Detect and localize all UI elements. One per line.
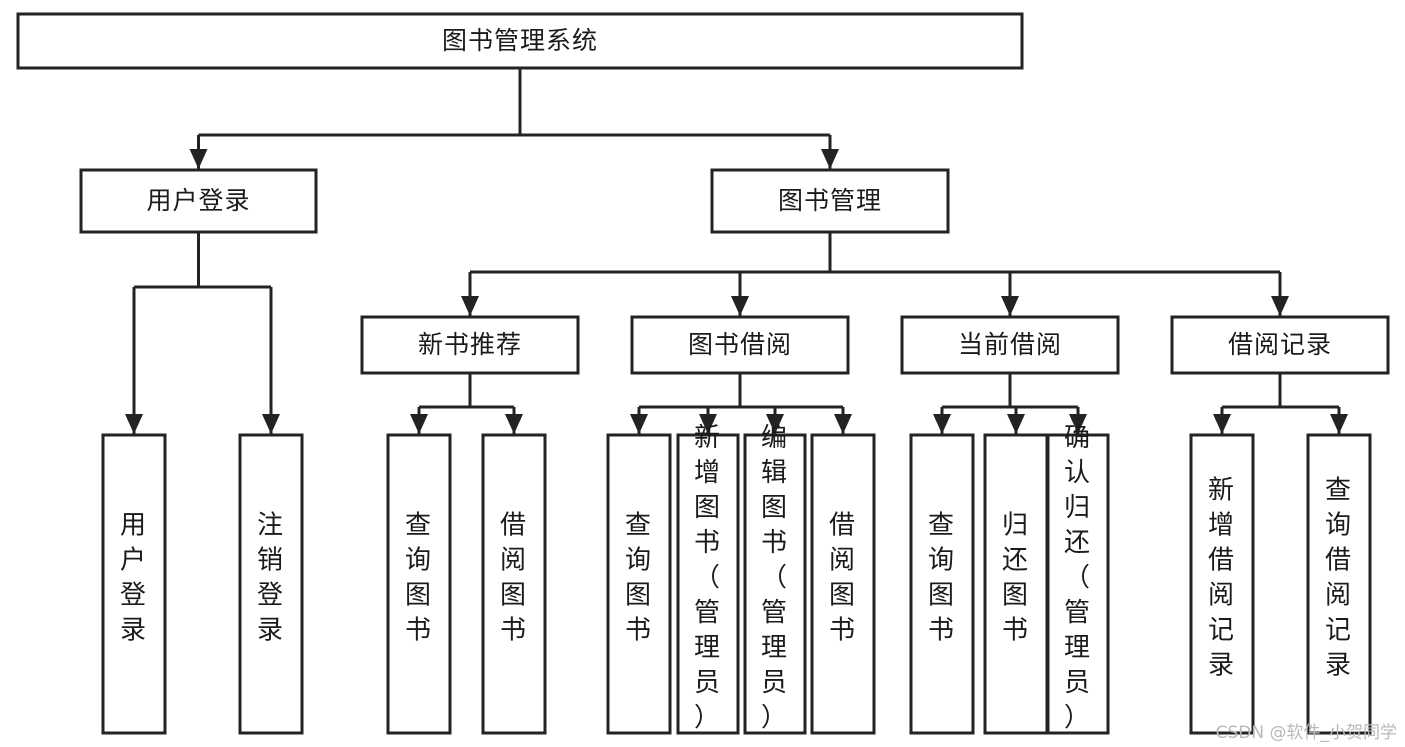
arrow-head-icon (766, 414, 784, 434)
node-box-borrow-record (1170, 315, 1390, 375)
node-label-leaf-borrow-book-recommend: 借阅图书 (500, 511, 528, 646)
arrow-head-icon (189, 149, 208, 169)
node-leaf-query-borrow-record[interactable]: 查询借阅记录 (1306, 433, 1372, 735)
node-box-leaf-edit-book-admin (743, 433, 807, 735)
node-current-borrow[interactable]: 当前借阅 (900, 315, 1120, 375)
node-leaf-return-book[interactable]: 归还图书 (983, 433, 1049, 735)
node-label-leaf-query-book-borrow: 查询图书 (625, 511, 653, 646)
arrow-head-icon (1330, 414, 1348, 434)
node-leaf-confirm-return-admin[interactable]: 确认归还（管理员） (1046, 423, 1110, 735)
arrow-head-icon (1069, 414, 1087, 434)
node-new-book-recommend[interactable]: 新书推荐 (360, 315, 580, 375)
node-box-book-borrow (630, 315, 850, 375)
arrow-head-icon (1271, 296, 1289, 316)
node-undefined[interactable]: 图书管理系统 (16, 12, 1024, 70)
connector-layer (125, 68, 1348, 434)
node-book-management[interactable]: 图书管理 (710, 168, 950, 234)
arrow-head-icon (834, 414, 852, 434)
node-label-new-book-recommend: 新书推荐 (418, 330, 522, 359)
node-leaf-query-book-current[interactable]: 查询图书 (909, 433, 975, 735)
arrow-head-icon (410, 414, 428, 434)
arrow-head-icon (125, 414, 143, 434)
node-box-leaf-query-borrow-record (1306, 433, 1372, 735)
node-user-login[interactable]: 用户登录 (79, 168, 318, 234)
node-box-leaf-query-book-borrow (606, 433, 672, 735)
arrow-head-icon (933, 414, 951, 434)
node-label-borrow-record: 借阅记录 (1228, 330, 1332, 359)
node-label-leaf-edit-book-admin: 编辑图书（管理员） (761, 423, 789, 733)
node-label-current-borrow: 当前借阅 (958, 330, 1062, 359)
node-label-leaf-add-book-admin: 新增图书（管理员） (694, 423, 722, 733)
arrow-head-icon (630, 414, 648, 434)
node-box-leaf-user-logout (238, 433, 304, 735)
arrow-head-icon (461, 296, 479, 316)
node-label-leaf-query-borrow-record: 查询借阅记录 (1325, 476, 1353, 681)
node-box-leaf-user-login (101, 433, 167, 735)
node-label-user-login: 用户登录 (146, 186, 250, 215)
arrow-head-icon (821, 149, 839, 169)
node-label-undefined: 图书管理系统 (442, 26, 598, 55)
node-label-leaf-add-borrow-record: 新增借阅记录 (1208, 476, 1236, 681)
node-leaf-add-borrow-record[interactable]: 新增借阅记录 (1189, 433, 1255, 735)
arrow-head-icon (1213, 414, 1231, 434)
node-leaf-query-book-recommend[interactable]: 查询图书 (386, 433, 452, 735)
arrow-head-icon (1007, 414, 1025, 434)
node-box-leaf-query-book-current (909, 433, 975, 735)
node-box-current-borrow (900, 315, 1120, 375)
node-box-leaf-add-borrow-record (1189, 433, 1255, 735)
node-leaf-borrow-book[interactable]: 借阅图书 (810, 433, 876, 735)
node-label-leaf-return-book: 归还图书 (1002, 511, 1030, 646)
node-box-user-login (79, 168, 318, 234)
node-book-borrow[interactable]: 图书借阅 (630, 315, 850, 375)
arrow-head-icon (505, 414, 523, 434)
node-label-leaf-confirm-return-admin: 确认归还（管理员） (1064, 423, 1092, 733)
node-leaf-user-login[interactable]: 用户登录 (101, 433, 167, 735)
node-label-leaf-borrow-book: 借阅图书 (829, 511, 857, 646)
node-box-book-management (710, 168, 950, 234)
node-label-leaf-query-book-current: 查询图书 (928, 511, 956, 646)
node-label-book-borrow: 图书借阅 (688, 330, 792, 359)
node-box-undefined (16, 12, 1024, 70)
node-label-leaf-query-book-recommend: 查询图书 (405, 511, 433, 646)
node-leaf-add-book-admin[interactable]: 新增图书（管理员） (676, 423, 740, 735)
node-leaf-query-book-borrow[interactable]: 查询图书 (606, 433, 672, 735)
node-borrow-record[interactable]: 借阅记录 (1170, 315, 1390, 375)
arrow-head-icon (699, 414, 717, 434)
node-leaf-edit-book-admin[interactable]: 编辑图书（管理员） (743, 423, 807, 735)
node-box-leaf-confirm-return-admin (1046, 433, 1110, 735)
node-leaf-borrow-book-recommend[interactable]: 借阅图书 (481, 433, 547, 735)
node-label-book-management: 图书管理 (778, 186, 882, 215)
node-box-leaf-return-book (983, 433, 1049, 735)
node-box-leaf-borrow-book-recommend (481, 433, 547, 735)
node-layer: 图书管理系统用户登录图书管理新书推荐图书借阅当前借阅借阅记录用户登录注销登录查询… (16, 12, 1390, 735)
node-box-new-book-recommend (360, 315, 580, 375)
node-leaf-user-logout[interactable]: 注销登录 (238, 433, 304, 735)
node-box-leaf-add-book-admin (676, 433, 740, 735)
arrow-head-icon (1001, 296, 1019, 316)
node-box-leaf-borrow-book (810, 433, 876, 735)
arrow-head-icon (262, 414, 280, 434)
node-label-leaf-user-logout: 注销登录 (257, 511, 285, 646)
arrow-head-icon (731, 296, 749, 316)
node-label-leaf-user-login: 用户登录 (120, 511, 148, 646)
node-box-leaf-query-book-recommend (386, 433, 452, 735)
